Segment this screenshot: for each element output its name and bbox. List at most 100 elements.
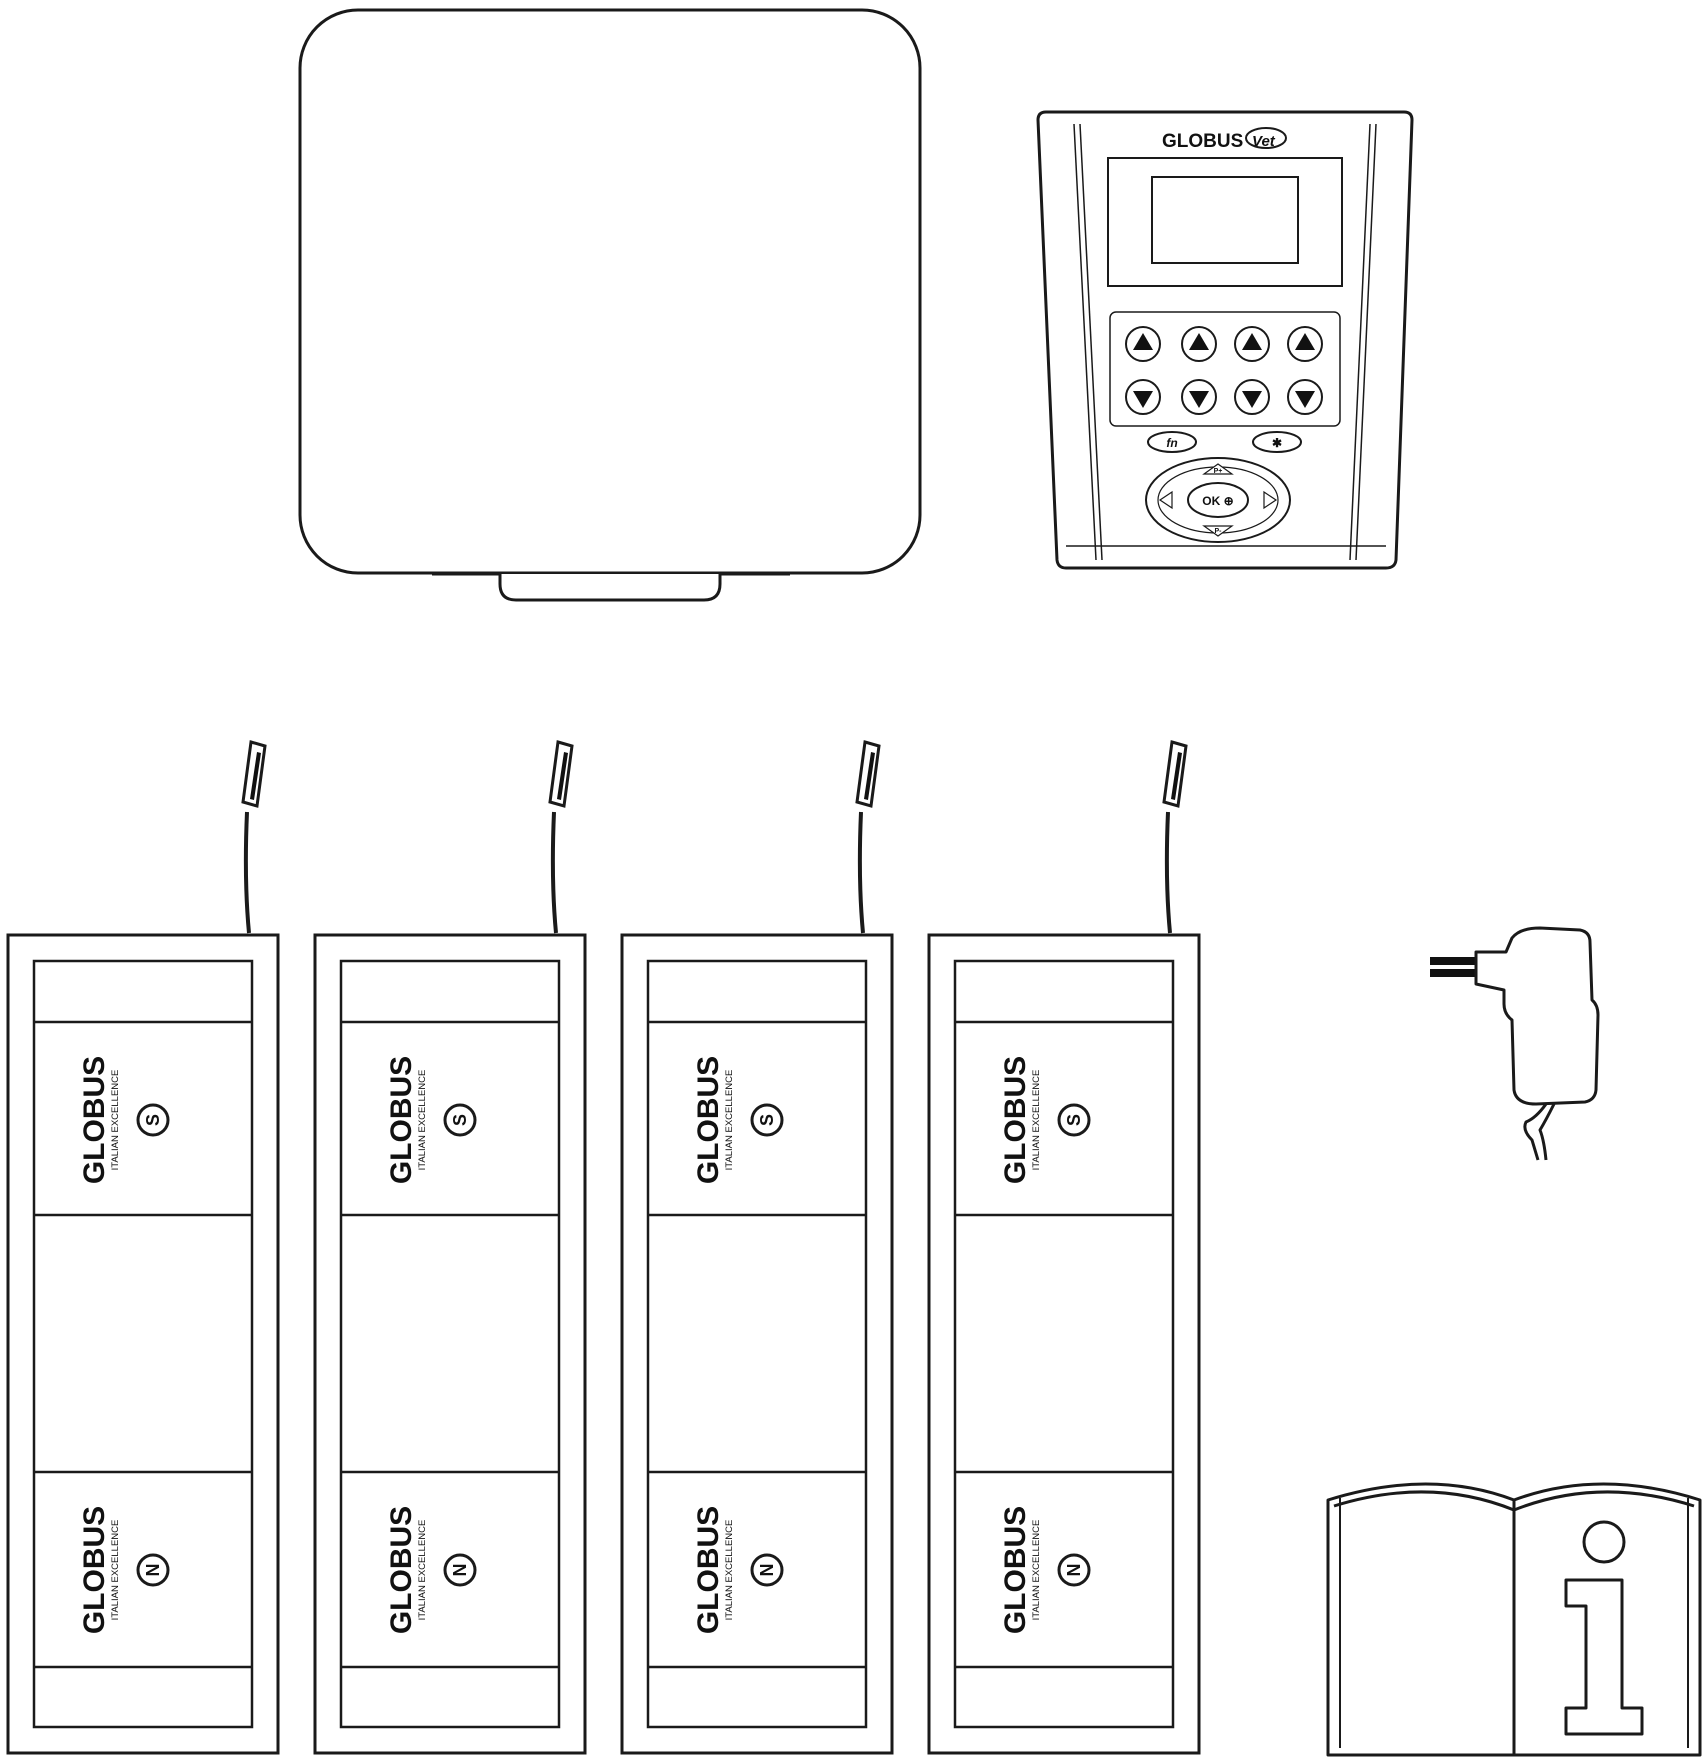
applicator-cable: [550, 811, 558, 934]
star-label: ✱: [1272, 436, 1282, 450]
right-arrow-button[interactable]: [1263, 490, 1278, 510]
applicator-cable: [1164, 811, 1172, 934]
left-arrow-button[interactable]: [1158, 490, 1173, 510]
program-minus-button[interactable]: P-: [1202, 525, 1234, 537]
pole-letter-top: S: [1064, 1114, 1084, 1126]
applicator-pad: [339, 959, 561, 1729]
connector-plug: [1162, 740, 1188, 808]
p-plus-label: P+: [1214, 468, 1223, 475]
arrow-up-icon: [1133, 333, 1153, 350]
applicator-cable: [857, 811, 865, 934]
star-button[interactable]: ✱: [1252, 431, 1302, 453]
pole-letter-bottom: N: [757, 1564, 777, 1577]
applicator-tagline-text: ITALIAN EXCELLENCE: [724, 1520, 735, 1621]
channel-4-down-button[interactable]: [1287, 379, 1323, 415]
arrow-up-icon: [1189, 333, 1209, 350]
ok-label: OK ⊕: [1202, 494, 1233, 508]
pole-letter-top: S: [450, 1114, 470, 1126]
ok-button[interactable]: OK ⊕: [1187, 482, 1249, 518]
pole-badge-bottom: [750, 1553, 784, 1587]
applicator-brand-text: GLOBUS: [999, 1506, 1032, 1634]
channel-2-down-button[interactable]: [1181, 379, 1217, 415]
channel-3-up-button[interactable]: [1234, 326, 1270, 362]
applicator-tagline-text: ITALIAN EXCELLENCE: [110, 1070, 121, 1171]
fn-button[interactable]: fn: [1147, 431, 1197, 453]
power-adapter: [1430, 926, 1600, 1161]
applicator-tagline-text: ITALIAN EXCELLENCE: [724, 1070, 735, 1171]
keypad-panel: [1109, 311, 1341, 427]
pole-letter-top: S: [757, 1114, 777, 1126]
pole-letter-bottom: N: [450, 1564, 470, 1577]
pole-badge-bottom: [136, 1553, 170, 1587]
applicator-brand-text: GLOBUS: [692, 1506, 725, 1634]
arrow-left-icon: [1158, 490, 1173, 510]
connector-plug: [548, 740, 574, 808]
p-minus-label: P-: [1215, 528, 1223, 535]
applicator-tagline-text: ITALIAN EXCELLENCE: [1031, 1520, 1042, 1621]
arrow-down-icon: [1295, 391, 1315, 408]
applicator-tagline-text: ITALIAN EXCELLENCE: [110, 1520, 121, 1621]
device-brand-text: GLOBUS: [1162, 131, 1243, 152]
channel-buttons: [1125, 326, 1323, 415]
channel-1-down-button[interactable]: [1125, 379, 1161, 415]
pole-badge-top: [1057, 1103, 1091, 1137]
info-icon-dot: [1582, 1520, 1626, 1564]
channel-4-up-button[interactable]: [1287, 326, 1323, 362]
applicator-pad: [646, 959, 868, 1729]
vet-logo-badge: [1245, 127, 1287, 149]
pole-badge-bottom: [1057, 1553, 1091, 1587]
instruction-manual: [1326, 1482, 1702, 1757]
applicator-tagline-text: ITALIAN EXCELLENCE: [417, 1520, 428, 1621]
pole-letter-bottom: N: [1064, 1564, 1084, 1577]
arrow-down-icon: [1133, 391, 1153, 408]
pole-badge-bottom: [443, 1553, 477, 1587]
applicator-pad: [32, 959, 254, 1729]
applicator-tagline-text: ITALIAN EXCELLENCE: [1031, 1070, 1042, 1171]
pole-letter-top: S: [143, 1114, 163, 1126]
channel-2-up-button[interactable]: [1181, 326, 1217, 362]
applicator-brand-text: GLOBUS: [78, 1506, 111, 1634]
globus-vet-device: GLOBUS Vet: [1036, 110, 1414, 570]
pole-badge-top: [136, 1103, 170, 1137]
channel-3-down-button[interactable]: [1234, 379, 1270, 415]
connector-plug: [855, 740, 881, 808]
arrow-right-icon: [1263, 490, 1278, 510]
info-icon-stem: [1564, 1578, 1644, 1736]
fn-label: fn: [1166, 436, 1177, 450]
applicator-cable: [243, 811, 251, 934]
applicator-brand-text: GLOBUS: [385, 1056, 418, 1184]
applicator-brand-text: GLOBUS: [692, 1056, 725, 1184]
arrow-up-icon: [1242, 333, 1262, 350]
arrow-down-icon: [1189, 391, 1209, 408]
pole-badge-top: [750, 1103, 784, 1137]
applicator-tagline-text: ITALIAN EXCELLENCE: [417, 1070, 428, 1171]
arrow-up-icon: [1295, 333, 1315, 350]
channel-1-up-button[interactable]: [1125, 326, 1161, 362]
program-plus-button[interactable]: P+: [1202, 463, 1234, 475]
device-brand-suffix: Vet: [1252, 133, 1276, 150]
pole-letter-bottom: N: [143, 1564, 163, 1577]
plug-pin-bottom: [1430, 969, 1476, 977]
applicator-brand-text: GLOBUS: [78, 1056, 111, 1184]
applicator-pad: [953, 959, 1175, 1729]
plug-pin-top: [1430, 957, 1476, 965]
pole-badge-top: [443, 1103, 477, 1137]
navigation-pad: P+ P- OK ⊕: [1145, 457, 1291, 543]
carry-case: [298, 8, 922, 602]
applicator-brand-text: GLOBUS: [385, 1506, 418, 1634]
applicator-brand-text: GLOBUS: [999, 1056, 1032, 1184]
connector-plug: [241, 740, 267, 808]
